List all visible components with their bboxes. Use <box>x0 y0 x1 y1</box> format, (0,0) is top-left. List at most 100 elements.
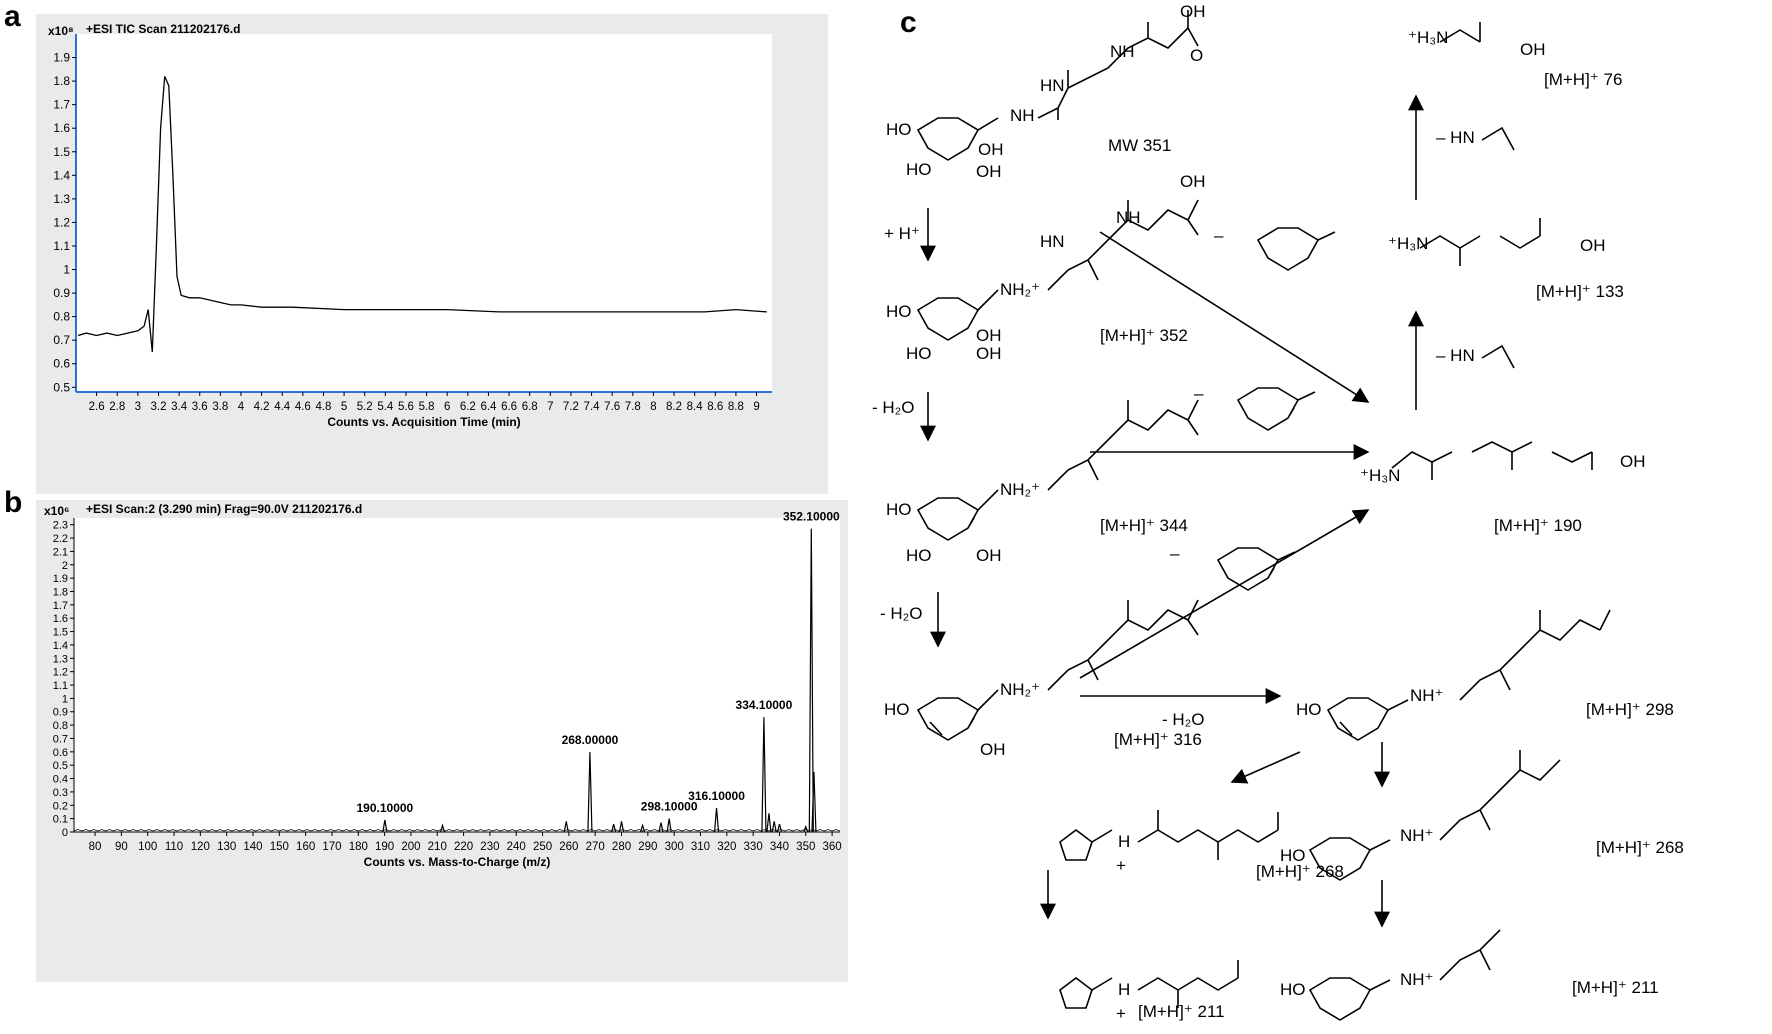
y-tick-label: 1.2 <box>53 667 68 679</box>
spectrum-peak <box>666 818 672 833</box>
scheme-bonds <box>916 10 1611 1021</box>
spectrum-peak <box>808 528 814 833</box>
x-tick-label: 110 <box>165 841 183 853</box>
atom-oh: OH <box>1620 452 1646 471</box>
label-mh316: [M+H]⁺ 316 <box>1114 730 1202 749</box>
y-exponent-label: x10⁶ <box>44 504 70 518</box>
mass-spectrum-chart: x10⁶ +ESI Scan:2 (3.290 min) Frag=90.0V … <box>36 500 848 982</box>
hn-loss-1-bond <box>1481 126 1515 151</box>
baseline-noise <box>73 829 841 832</box>
y-tick-label: 1.5 <box>53 145 70 159</box>
fragment-190-chain <box>1391 441 1593 480</box>
y-tick-label: 0 <box>62 827 68 839</box>
y-tick-label: 2.3 <box>53 520 68 532</box>
y-tick-label: 1.7 <box>53 98 70 112</box>
furan-211-ring <box>1059 977 1093 1009</box>
atom-ho: HO <box>886 500 912 519</box>
atom-oh: OH <box>976 326 1002 345</box>
peak-label: 298.10000 <box>641 800 698 814</box>
atom-nh: NH <box>1110 42 1135 61</box>
x-tick-label: 320 <box>717 841 736 853</box>
x-tick-label: 5.4 <box>377 401 394 413</box>
x-tick-label: 8.2 <box>666 401 682 413</box>
y-tick-label: 1 <box>63 263 70 277</box>
y-tick-label: 1.4 <box>53 640 68 652</box>
atom-hn: HN <box>1040 76 1065 95</box>
label-minus-h2o-2: - H₂O <box>880 604 923 623</box>
atom-plus: + <box>1116 856 1126 875</box>
atom-nh-plus: NH⁺ <box>1410 686 1444 705</box>
spectrum-plot-area: 00.10.20.30.40.50.60.70.80.911.11.21.31.… <box>53 510 842 869</box>
x-tick-label: 210 <box>428 841 447 853</box>
panel-letter-b: b <box>4 486 23 519</box>
y-tick-label: 0.5 <box>53 380 70 394</box>
atom-ho: HO <box>906 344 932 363</box>
atom-ho: HO <box>906 546 932 565</box>
furan-211-chain <box>1091 960 1239 1008</box>
y-tick-label: 1.5 <box>53 627 68 639</box>
y-tick-label: 1.9 <box>53 573 68 585</box>
x-tick-label: 330 <box>744 841 763 853</box>
x-tick-label: 3.8 <box>212 401 228 413</box>
spectrum-peak <box>761 717 767 833</box>
lost-fragment-2 <box>1236 387 1316 431</box>
spectrum-peak <box>713 807 720 833</box>
y-tick-label: 2.1 <box>53 546 68 558</box>
x-tick-label: 8.6 <box>707 401 723 413</box>
y-tick-label: 0.8 <box>53 310 70 324</box>
x-tick-label: 6.2 <box>460 401 476 413</box>
x-tick-label: 290 <box>638 841 657 853</box>
x-tick-label: 4.2 <box>254 401 270 413</box>
x-tick-label: 5.2 <box>357 401 373 413</box>
label-hn-loss-1: – HN <box>1436 128 1475 147</box>
atom-nh2-plus: NH₂⁺ <box>1000 480 1041 499</box>
y-tick-label: 0.9 <box>53 707 68 719</box>
atom-oh: OH <box>1180 172 1206 191</box>
atom-oh: OH <box>1180 2 1206 21</box>
x-tick-label: 2.6 <box>89 401 105 413</box>
x-tick-label: 4.4 <box>274 401 291 413</box>
fragment-211b-chain <box>1369 929 1501 991</box>
molecule-344-ring <box>916 497 980 541</box>
y-tick-label: 0.3 <box>53 787 68 799</box>
lost-fragment-3 <box>1216 547 1296 591</box>
panel-letter-c: c <box>900 6 917 39</box>
x-tick-label: 4 <box>238 401 245 413</box>
x-tick-label: 260 <box>559 841 578 853</box>
molecule-352-ring <box>916 297 980 341</box>
x-tick-label: 8 <box>650 401 656 413</box>
peak-label: 352.10000 <box>783 510 840 524</box>
x-tick-label: 3 <box>135 401 141 413</box>
atom-h3n-plus: ⁺H₃N <box>1388 234 1429 253</box>
furan-268-ring <box>1059 829 1093 861</box>
x-tick-label: 300 <box>665 841 684 853</box>
atom-h: H <box>1118 832 1131 851</box>
arrow-352-to-190 <box>1099 231 1370 403</box>
x-tick-label: 9 <box>753 401 759 413</box>
spectrum-peak <box>563 821 569 833</box>
y-tick-label: 1.8 <box>53 586 68 598</box>
spectrum-peak <box>771 821 777 833</box>
furan-268-chain <box>1091 810 1279 860</box>
tic-trace <box>77 76 767 353</box>
x-tick-label: 7 <box>547 401 553 413</box>
y-tick-label: 1.6 <box>53 613 68 625</box>
x-tick-label: 7.4 <box>584 401 601 413</box>
label-mh76: [M+H]⁺ 76 <box>1544 70 1623 89</box>
atom-nh-plus: NH⁺ <box>1400 826 1434 845</box>
y-tick-label: 1.9 <box>53 51 70 65</box>
fragment-298-chain <box>1387 609 1611 711</box>
spectrum-peak <box>776 823 783 833</box>
atom-ho: HO <box>1280 846 1306 865</box>
fragment-268b-chain <box>1369 750 1561 851</box>
atom-oh: OH <box>976 344 1002 363</box>
atom-ho: HO <box>884 700 910 719</box>
y-tick-label: 0.1 <box>53 814 68 826</box>
spectrum-peak <box>439 823 446 833</box>
x-tick-label: 6.6 <box>501 401 517 413</box>
arrow-298-to-268-left <box>1230 751 1301 784</box>
y-tick-label: 0.7 <box>53 333 70 347</box>
x-tick-label: 170 <box>322 841 341 853</box>
atom-h: H <box>1118 980 1131 999</box>
atom-plus: + <box>1116 1004 1126 1023</box>
